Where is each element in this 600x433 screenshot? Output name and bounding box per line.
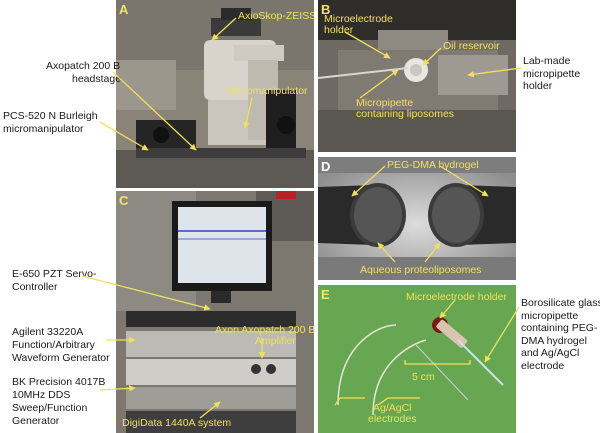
- microelectrode-holder-label-1: Microelectrode: [324, 13, 393, 25]
- borosilicate-label: Borosilicate glass micropipette containi…: [521, 297, 600, 372]
- panel-b: B Microelectrode holder Oil reservoir Mi…: [318, 0, 516, 152]
- panel-d: D PEG-DMA hydrogel Aqueous proteoliposom…: [318, 157, 516, 280]
- panel-b-photo: [318, 0, 516, 152]
- peg-hydrogel-label: PEG-DMA hydrogel: [387, 159, 479, 171]
- panel-e-photo: [318, 285, 516, 433]
- pzt-controller-label: E-650 PZT Servo- Controller: [12, 268, 97, 293]
- bk-precision-label: BK Precision 4017B 10MHz DDS Sweep/Funct…: [12, 376, 106, 427]
- panel-a-label: A: [119, 2, 129, 17]
- lab-made-label: Lab-made micropipette holder: [523, 55, 581, 92]
- axon-amplifier-label-1: Axon Axopatch 200 B: [215, 324, 314, 336]
- agilent-label: Agilent 33220A Function/Arbitrary Wavefo…: [12, 326, 110, 364]
- digidata-label: DigiData 1440A system: [122, 417, 232, 429]
- panel-e: E Microelectrode holder 5 cm Ag/AgCl ele…: [318, 285, 516, 433]
- panel-b-label: B: [321, 2, 331, 17]
- micropipette-label-2: containing liposomes: [356, 108, 455, 120]
- axioskop-label: AxioSkop-ZEISS: [238, 10, 314, 22]
- panel-a: A AxioSkop-ZEISS Micromanipulator: [116, 0, 314, 188]
- panel-c-photo: [116, 191, 314, 433]
- panel-e-label: E: [321, 287, 330, 302]
- axon-amplifier-label-2: Amplifier: [255, 335, 296, 347]
- panel-d-photo: [318, 157, 516, 280]
- scale-label: 5 cm: [412, 371, 435, 383]
- microelectrode-holder-label-2: holder: [324, 24, 354, 36]
- burleigh-label: PCS-520 N Burleigh micromanipulator: [3, 110, 98, 135]
- axopatch-headstage-label: Axopatch 200 B headstage: [46, 60, 122, 85]
- micromanipulator-label: Micromanipulator: [227, 85, 308, 97]
- agagcl-label-2: electrodes: [368, 413, 417, 425]
- micropipette-label-1: Micropipette: [356, 97, 414, 109]
- panel-c: C Axon Axopatch 200 B Amplifier DigiData…: [116, 191, 314, 433]
- panel-c-label: C: [119, 193, 129, 208]
- panel-d-label: D: [321, 159, 331, 174]
- aqueous-proteoliposomes-label: Aqueous proteoliposomes: [360, 264, 482, 276]
- agagcl-label-1: Ag/AgCl: [373, 402, 412, 414]
- oil-reservoir-label: Oil reservoir: [443, 40, 500, 52]
- microelectrode-holder-e-label: Microelectrode holder: [406, 291, 507, 303]
